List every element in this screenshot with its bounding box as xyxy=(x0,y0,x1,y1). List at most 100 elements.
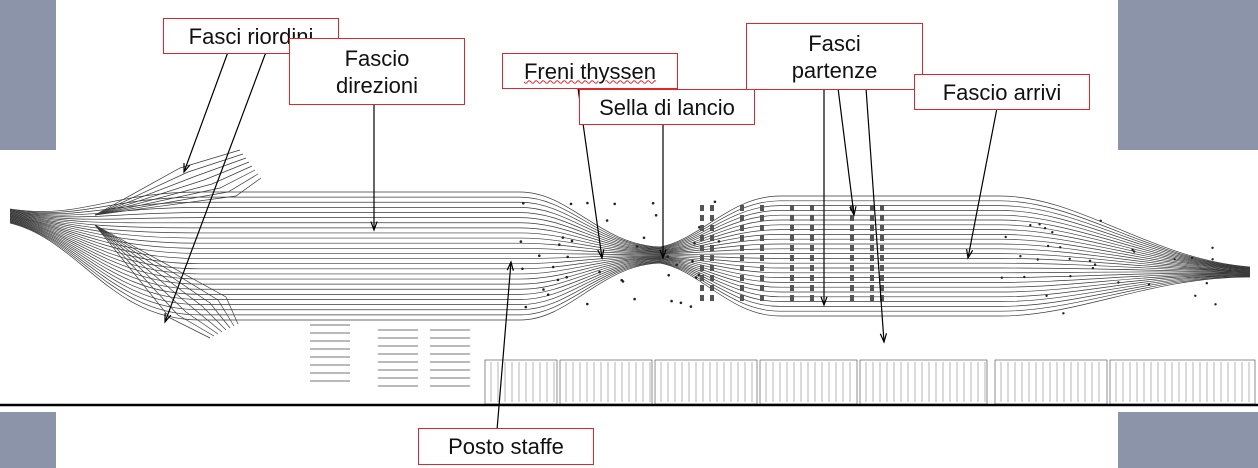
switch-marker xyxy=(695,276,698,279)
switch-marker xyxy=(1037,258,1039,260)
fan-track-upper xyxy=(95,154,243,215)
switch-marker xyxy=(558,243,561,246)
switch-marker xyxy=(586,303,589,306)
signal-block xyxy=(810,225,814,231)
signal-block xyxy=(790,205,794,211)
signal-block xyxy=(870,225,874,231)
data-table xyxy=(560,360,652,404)
switch-marker xyxy=(1038,223,1040,225)
signal-block xyxy=(880,235,884,241)
signal-block xyxy=(880,245,884,251)
pointer-arrow-line xyxy=(968,108,997,258)
signal-block xyxy=(700,205,704,211)
signal-block xyxy=(870,295,874,301)
switch-marker xyxy=(1069,258,1071,260)
signal-block xyxy=(710,235,714,241)
signal-block xyxy=(880,255,884,261)
signal-block xyxy=(760,225,764,231)
pointer-arrow-line xyxy=(165,52,266,322)
switch-marker xyxy=(571,240,574,243)
signal-block xyxy=(810,245,814,251)
signal-block xyxy=(850,295,854,301)
switch-marker xyxy=(1044,227,1046,229)
signal-block xyxy=(700,235,704,241)
switch-marker xyxy=(1005,236,1007,238)
signal-block xyxy=(710,285,714,291)
switch-marker xyxy=(1100,220,1102,222)
callout-sella-di-lancio: Sella di lancio xyxy=(579,89,755,125)
signal-block xyxy=(870,265,874,271)
signal-block xyxy=(810,235,814,241)
switch-marker xyxy=(570,203,573,206)
signal-block xyxy=(740,265,744,271)
signal-block xyxy=(710,245,714,251)
switch-marker xyxy=(1069,275,1071,277)
switch-marker xyxy=(1211,258,1213,260)
switch-marker xyxy=(718,240,721,243)
signal-block xyxy=(790,295,794,301)
switch-marker xyxy=(547,293,550,296)
signal-block xyxy=(760,255,764,261)
signal-block xyxy=(850,255,854,261)
pointer-arrow-line xyxy=(184,52,228,172)
signal-block xyxy=(790,265,794,271)
signal-block xyxy=(710,215,714,221)
signal-block xyxy=(870,205,874,211)
switch-marker xyxy=(542,288,545,291)
switch-marker xyxy=(693,242,696,245)
callout-fascio-direzioni: Fascio direzioni xyxy=(289,38,465,105)
signal-block xyxy=(880,205,884,211)
signal-block xyxy=(810,215,814,221)
signal-block xyxy=(880,265,884,271)
switch-marker xyxy=(565,276,568,279)
signal-block xyxy=(880,275,884,281)
switch-marker xyxy=(1001,277,1003,279)
switch-marker xyxy=(566,256,569,259)
switch-marker xyxy=(714,201,717,204)
signal-block xyxy=(710,275,714,281)
signal-block xyxy=(700,225,704,231)
signal-block xyxy=(870,275,874,281)
signal-block xyxy=(710,225,714,231)
signal-block xyxy=(810,265,814,271)
signal-block xyxy=(700,275,704,281)
switch-marker xyxy=(680,302,683,305)
switch-marker xyxy=(1194,295,1196,297)
signal-block xyxy=(760,245,764,251)
signal-block xyxy=(850,225,854,231)
signal-block xyxy=(760,215,764,221)
signal-block xyxy=(790,215,794,221)
switch-marker xyxy=(633,298,636,301)
switch-marker xyxy=(1019,255,1021,257)
switch-marker xyxy=(1092,267,1094,269)
signal-block xyxy=(700,265,704,271)
switch-marker xyxy=(1131,249,1133,251)
signal-block xyxy=(710,255,714,261)
switch-marker xyxy=(520,240,523,243)
switch-marker xyxy=(643,237,646,240)
signal-block xyxy=(850,275,854,281)
signal-block xyxy=(740,205,744,211)
switch-marker xyxy=(690,305,693,308)
callout-posto-staffe: Posto staffe xyxy=(418,428,594,465)
signal-block xyxy=(740,255,744,261)
switch-marker xyxy=(613,203,616,206)
switch-marker xyxy=(1023,276,1025,278)
signal-block xyxy=(760,275,764,281)
switch-marker xyxy=(636,245,639,248)
signal-block xyxy=(760,265,764,271)
switch-marker xyxy=(1094,263,1096,265)
signal-block xyxy=(740,275,744,281)
signal-block xyxy=(870,285,874,291)
signal-block xyxy=(790,275,794,281)
signal-block xyxy=(790,255,794,261)
plan-details xyxy=(0,201,1258,406)
signal-block xyxy=(760,295,764,301)
switch-marker xyxy=(1206,282,1208,284)
switch-marker xyxy=(552,266,555,269)
signal-block xyxy=(710,295,714,301)
signal-block xyxy=(760,285,764,291)
switch-marker xyxy=(1062,312,1064,314)
signal-block xyxy=(790,245,794,251)
signal-block xyxy=(740,245,744,251)
